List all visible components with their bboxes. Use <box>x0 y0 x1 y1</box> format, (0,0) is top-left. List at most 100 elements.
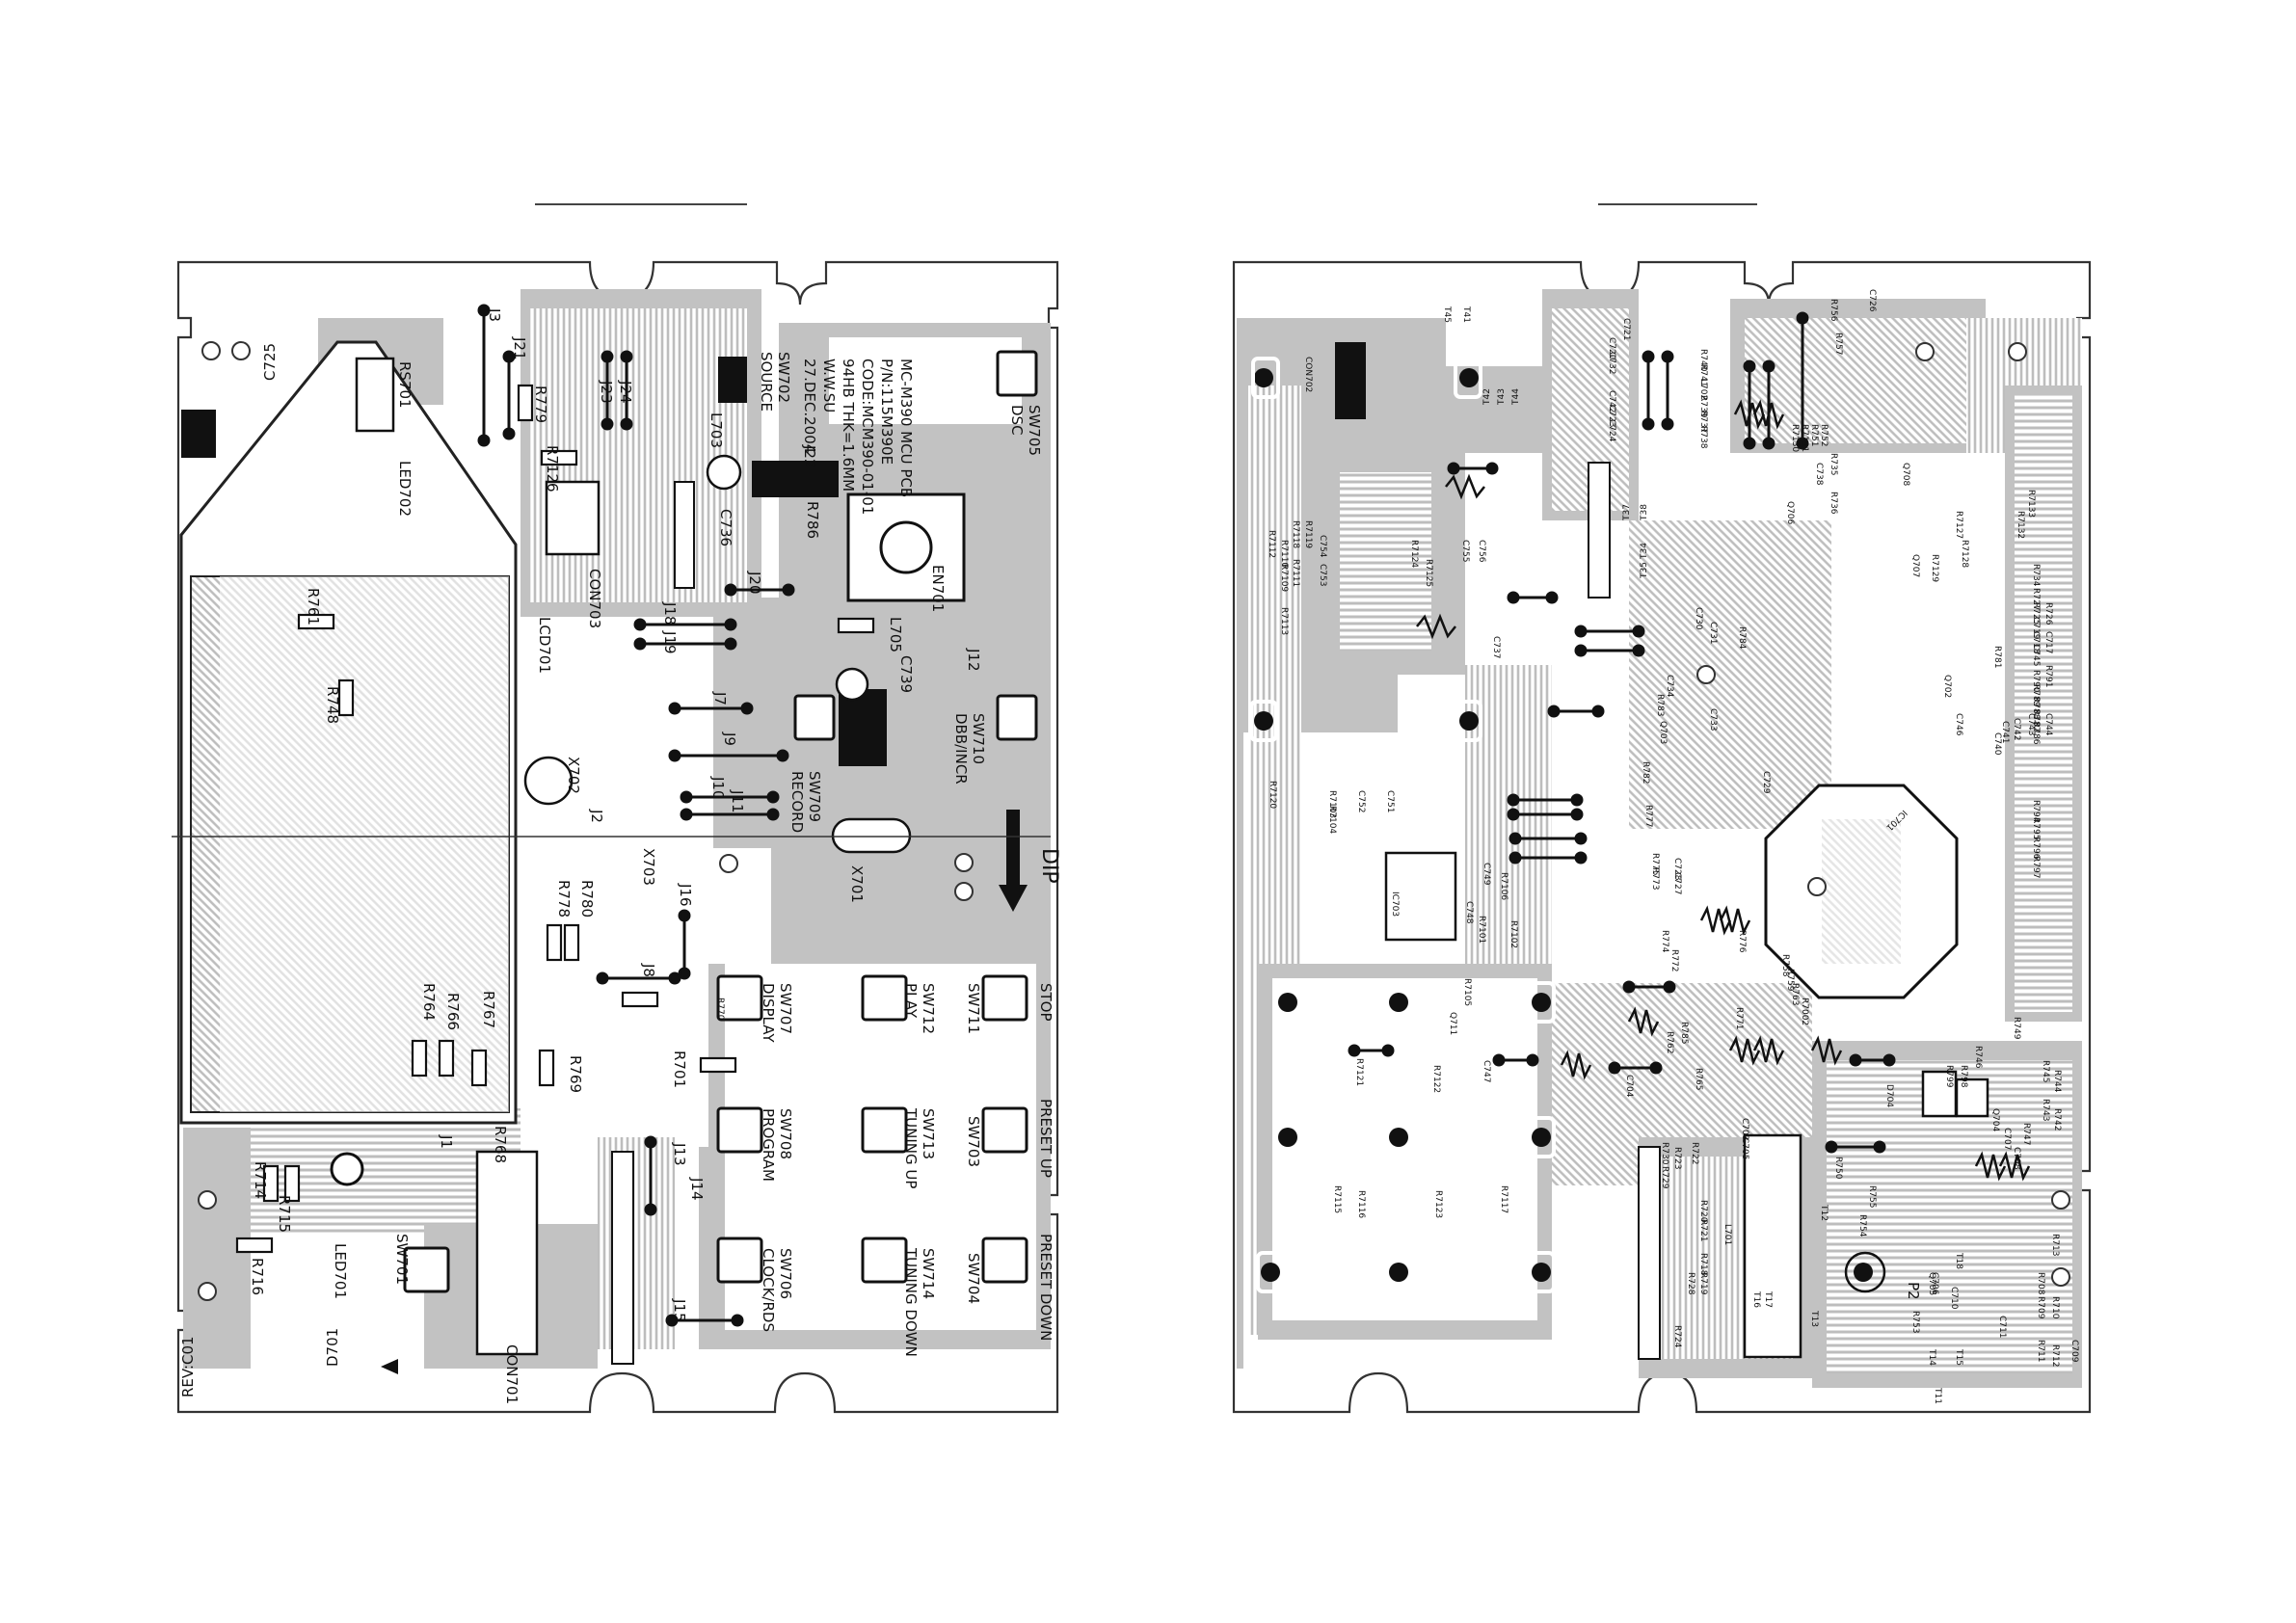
r713-label: R713 <box>2050 1234 2060 1256</box>
r7127-label: R7127 <box>1954 511 1963 539</box>
r7105-label: R7105 <box>1462 978 1472 1006</box>
r785-label: R785 <box>1679 1022 1689 1044</box>
title-line-6: 27.DEC.2004 <box>801 359 818 453</box>
r742-label: R742 <box>2052 1108 2062 1131</box>
j13-strip <box>611 1151 634 1365</box>
r746-label: R746 <box>1973 1046 1983 1069</box>
c727-label: C727 <box>1672 872 1682 894</box>
t38-label: T38 <box>1640 504 1649 521</box>
t14-label: T14 <box>1927 1348 1936 1366</box>
j3-label: J3 <box>486 307 503 322</box>
r7129-label: R7129 <box>1930 554 1939 582</box>
c719-label: C719 <box>2031 617 2041 640</box>
sw714-name: TUNING DOWN <box>902 1247 920 1357</box>
j22-block <box>752 461 839 497</box>
r799-label: R799 <box>1944 1065 1954 1088</box>
x701-crystal <box>831 817 912 854</box>
c736-label: C736 <box>717 509 734 546</box>
r7128-label: R7128 <box>1960 540 1969 568</box>
r7002-label: R7002 <box>1800 998 1809 1025</box>
sw712-pad <box>861 974 908 1022</box>
header-strip <box>674 481 695 589</box>
c708-label: C708 <box>2012 1147 2021 1170</box>
r716-label: R716 <box>249 1258 266 1295</box>
r771-label: R771 <box>1734 1007 1744 1029</box>
c745-label: C745 <box>2031 644 2041 666</box>
sw708-label: SW708 <box>777 1108 794 1159</box>
sw708-pad <box>716 1106 763 1154</box>
r772-label: R772 <box>1669 949 1679 971</box>
r796-label: R796 <box>2031 837 2041 860</box>
q707-label: Q707 <box>1910 554 1920 577</box>
con703-body <box>545 480 601 556</box>
j1-label: J1 <box>438 1134 455 1149</box>
sw705-pad <box>996 350 1038 397</box>
q711-label: Q711 <box>1448 1012 1457 1035</box>
sw702-label: SW702 <box>775 352 792 403</box>
r768-label: R768 <box>492 1126 509 1163</box>
c739-cap <box>835 667 869 702</box>
r766-label: R766 <box>444 993 462 1030</box>
q703-label: Q703 <box>1658 721 1668 744</box>
left-pcb-board: MC-M390 MCU PCB P/N:115M390E CODE:MCM390… <box>172 260 1061 1414</box>
right-labels: CON702 T45 T41 T42 T43 T44 C721 C720 C73… <box>1267 289 2079 1404</box>
r719-label: R719 <box>1698 1272 1708 1295</box>
en701-label: EN701 <box>929 565 947 612</box>
led702-label: LED702 <box>396 461 414 517</box>
sw706-label: SW706 <box>777 1248 794 1299</box>
con703-label: CON703 <box>586 569 603 628</box>
jumper-set <box>1348 311 1896 1154</box>
r748-label: R748 <box>324 686 341 724</box>
ic703-label: IC703 <box>1390 891 1400 917</box>
r7126-label: R7126 <box>544 445 561 492</box>
r763-label: R763 <box>1790 983 1800 1005</box>
mount-hole <box>330 1152 364 1186</box>
r7115-label: R7115 <box>1332 1185 1342 1213</box>
c724-label: C724 <box>1607 419 1616 442</box>
rs701-body <box>355 357 395 433</box>
title-line-2: P/N:115M390E <box>878 359 895 465</box>
j14-label: J14 <box>688 1177 706 1201</box>
r7110-label: R7110 <box>1279 540 1289 568</box>
jumper-set <box>477 304 795 1327</box>
c717-label: C717 <box>2043 631 2053 653</box>
switch-set <box>403 350 1038 1293</box>
sw706-name: CLOCK/RDS <box>760 1248 777 1332</box>
t44-label: T44 <box>1511 388 1521 406</box>
sw709-pad <box>793 694 836 741</box>
sw702-block <box>718 357 747 403</box>
r775-label: R775 <box>1650 853 1660 875</box>
r728-label: R728 <box>1686 1272 1695 1295</box>
c720-label: C720 <box>1607 337 1616 360</box>
r738-label: R738 <box>1698 426 1708 449</box>
t34-label: T34 <box>1640 543 1649 560</box>
c706-label: C706 <box>1930 1272 1939 1295</box>
q704-label: Q704 <box>1990 1108 2000 1132</box>
sw712-name: PLAY <box>902 983 920 1019</box>
sw713-label: SW713 <box>920 1108 937 1159</box>
sw701-label: SW701 <box>393 1234 411 1285</box>
r721-label: R721 <box>1698 1219 1708 1241</box>
c754-label: C754 <box>1318 535 1327 558</box>
r729-label: R729 <box>1660 1166 1669 1189</box>
c710-label: C710 <box>1949 1287 1959 1310</box>
sw703-pad <box>981 1106 1028 1154</box>
led701-label: LED701 <box>332 1243 349 1299</box>
r762-label: R762 <box>1665 1031 1674 1053</box>
zigzag-resistors <box>1416 399 2031 1182</box>
r751-label: R751 <box>1809 424 1819 446</box>
r781-label: R781 <box>1992 646 2002 668</box>
c751-label: C751 <box>1385 790 1395 812</box>
r753-label: R753 <box>1910 1311 1920 1333</box>
c704-label: C704 <box>1624 1075 1634 1098</box>
r770-label: R770 <box>715 998 725 1021</box>
j20-label: J20 <box>746 571 763 595</box>
r7132-label: R7132 <box>2016 511 2025 539</box>
r788-label: R788 <box>2031 697 2041 720</box>
c752-label: C752 <box>1356 790 1366 812</box>
c718-label: C718 <box>2031 631 2041 654</box>
r741-label: R741 <box>1698 364 1708 386</box>
c747-label: C747 <box>1482 1060 1491 1082</box>
c725-label: C725 <box>261 343 279 381</box>
t43-label: T43 <box>1497 388 1507 406</box>
